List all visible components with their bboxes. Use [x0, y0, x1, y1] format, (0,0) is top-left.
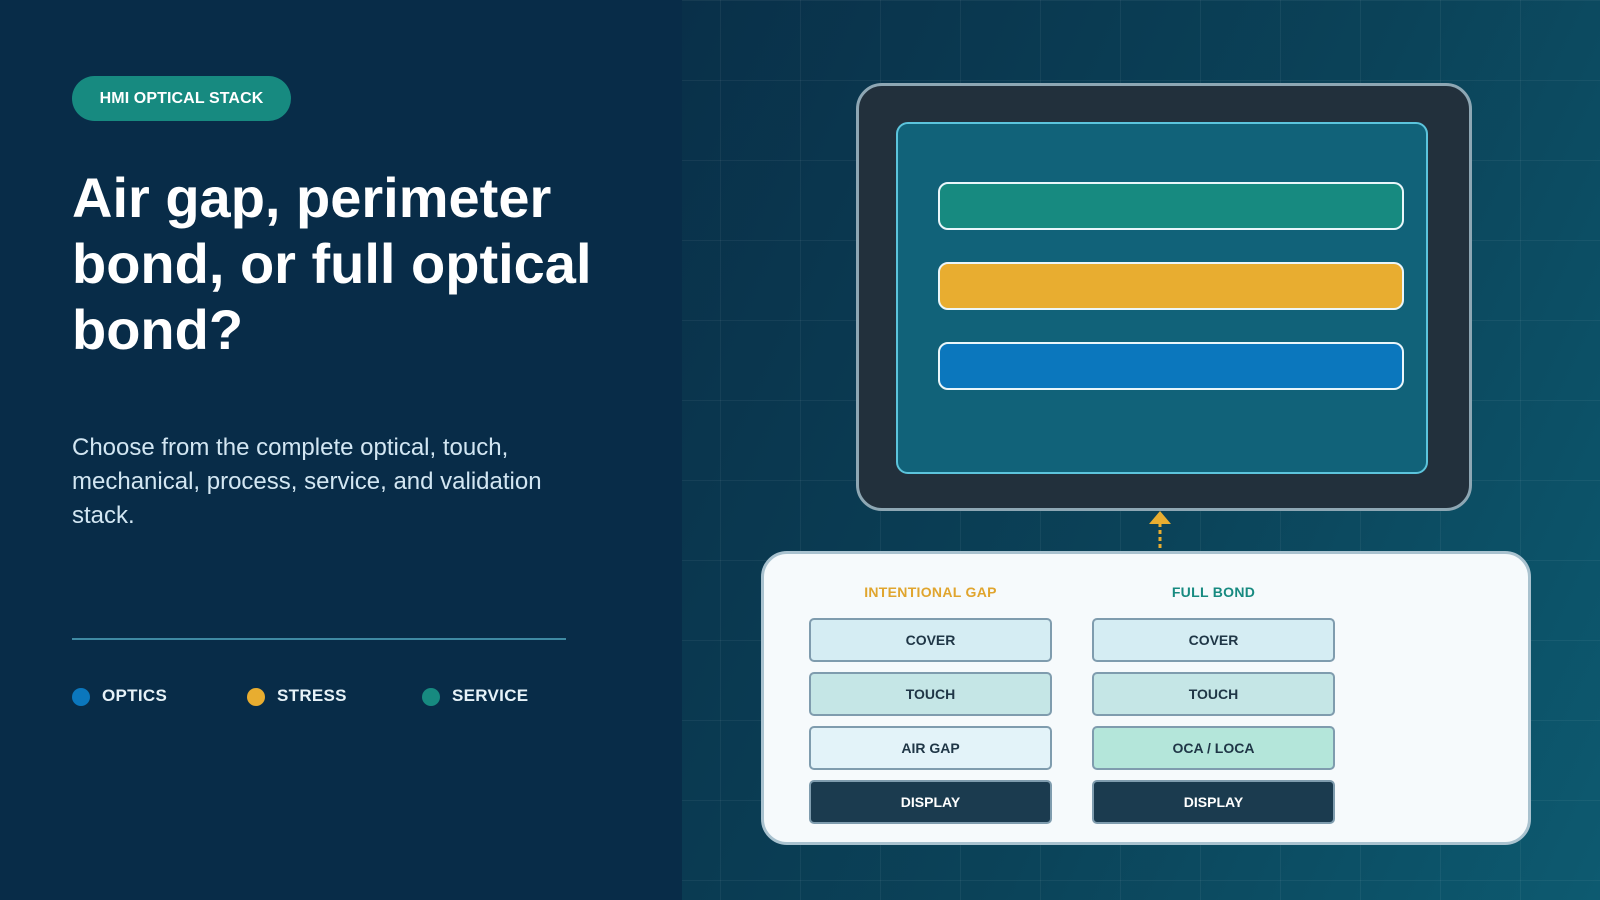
layer-stack-card: INTENTIONAL GAP COVER TOUCH AIR GAP DISP…: [761, 551, 1531, 845]
arrow-head: [1149, 511, 1171, 524]
left-panel: HMI OPTICAL STACK Air gap, perimeter bon…: [0, 0, 682, 900]
legend-label-service: SERVICE: [452, 686, 529, 705]
legend: OPTICS STRESS SERVICE: [72, 684, 592, 708]
stack-column-full-bond: FULL BOND COVER TOUCH OCA / LOCA DISPLAY: [1092, 584, 1335, 834]
layer-display: DISPLAY: [809, 780, 1052, 824]
screen-bar-optics: [938, 342, 1404, 390]
device-screen: [896, 122, 1428, 474]
divider: [72, 638, 566, 640]
stack-title-gap: INTENTIONAL GAP: [864, 584, 997, 600]
legend-dot-service: [422, 688, 440, 706]
legend-label-stress: STRESS: [277, 686, 347, 705]
legend-dot-optics: [72, 688, 90, 706]
layer-touch: TOUCH: [1092, 672, 1335, 716]
legend-item-service: SERVICE: [422, 684, 528, 708]
layer-touch: TOUCH: [809, 672, 1052, 716]
stack-column-gap: INTENTIONAL GAP COVER TOUCH AIR GAP DISP…: [809, 584, 1052, 834]
topic-badge: HMI OPTICAL STACK: [72, 76, 291, 121]
layer-cover: COVER: [1092, 618, 1335, 662]
legend-dot-stress: [247, 688, 265, 706]
layer-oca-loca: OCA / LOCA: [1092, 726, 1335, 770]
display-device: [856, 83, 1472, 511]
layer-display: DISPLAY: [1092, 780, 1335, 824]
page-subtitle: Choose from the complete optical, touch,…: [72, 434, 542, 529]
layer-air-gap: AIR GAP: [809, 726, 1052, 770]
stack-title-full-bond: FULL BOND: [1171, 584, 1256, 600]
screen-bar-service: [938, 182, 1404, 230]
legend-item-stress: STRESS: [247, 684, 347, 708]
screen-bar-stress: [938, 262, 1404, 310]
layer-cover: COVER: [809, 618, 1052, 662]
stack-arrow-icon: [1149, 511, 1171, 553]
page-title: Air gap, perimeter bond, or full optical…: [72, 166, 592, 361]
legend-label-optics: OPTICS: [102, 686, 168, 705]
legend-item-optics: OPTICS: [72, 684, 167, 708]
